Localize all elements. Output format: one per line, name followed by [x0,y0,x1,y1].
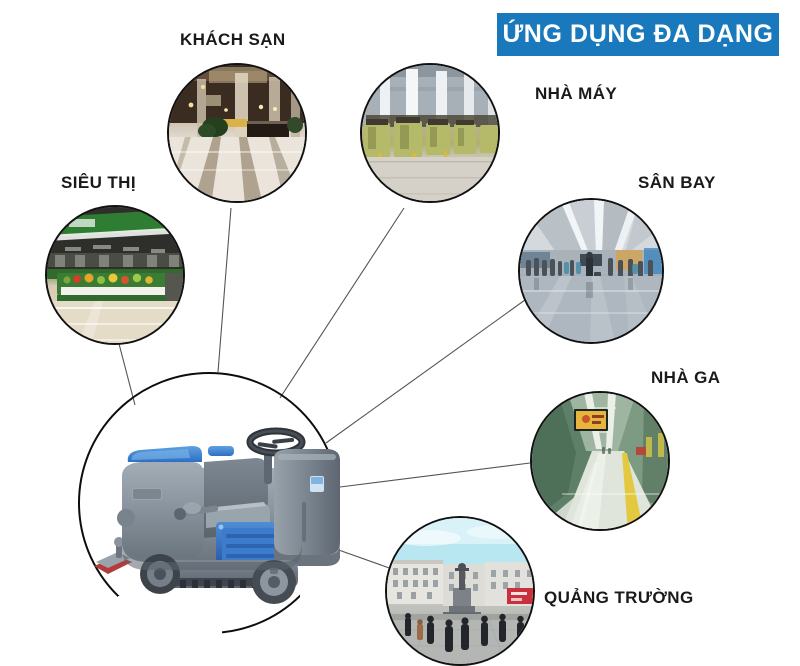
node-label-station: NHÀ GA [651,368,721,387]
connector-to-station [339,462,531,488]
factory-floor-photo [362,65,498,201]
rear-wheel [140,554,180,594]
center-ring-gap-left [118,596,222,642]
node-label-hotel: KHÁCH SẠN [180,30,286,49]
city-plaza-photo [387,518,533,664]
photo-circle-station [530,391,670,531]
photo-circle-plaza [385,516,535,666]
connector-to-factory [279,207,405,399]
metro-station-photo [532,393,668,529]
connector-to-airport [325,299,526,444]
connector-to-plaza [332,547,396,571]
photo-circle-factory [360,63,500,203]
node-label-market: SIÊU THỊ [61,173,136,192]
photo-circle-hotel [167,63,307,203]
photo-circle-airport [518,198,664,344]
title-banner: ỨNG DỤNG ĐA DẠNG [497,13,779,56]
photo-circle-market [45,205,185,345]
center-ring-gap-right [300,560,346,600]
airport-terminal-photo [520,200,662,342]
solution-tank [274,449,340,566]
title-text: ỨNG DỤNG ĐA DẠNG [502,20,774,48]
connector-to-market [117,339,136,406]
node-label-factory: NHÀ MÁY [535,84,618,103]
node-label-airport: SÂN BAY [638,173,716,192]
connector-to-hotel [217,207,232,373]
hotel-lobby-photo [169,65,305,201]
ride-on-floor-scrubber-image [88,392,350,612]
supermarket-photo [47,207,183,343]
control-lever [174,502,219,520]
node-label-plaza: QUẢNG TRƯỜNG [544,588,694,607]
